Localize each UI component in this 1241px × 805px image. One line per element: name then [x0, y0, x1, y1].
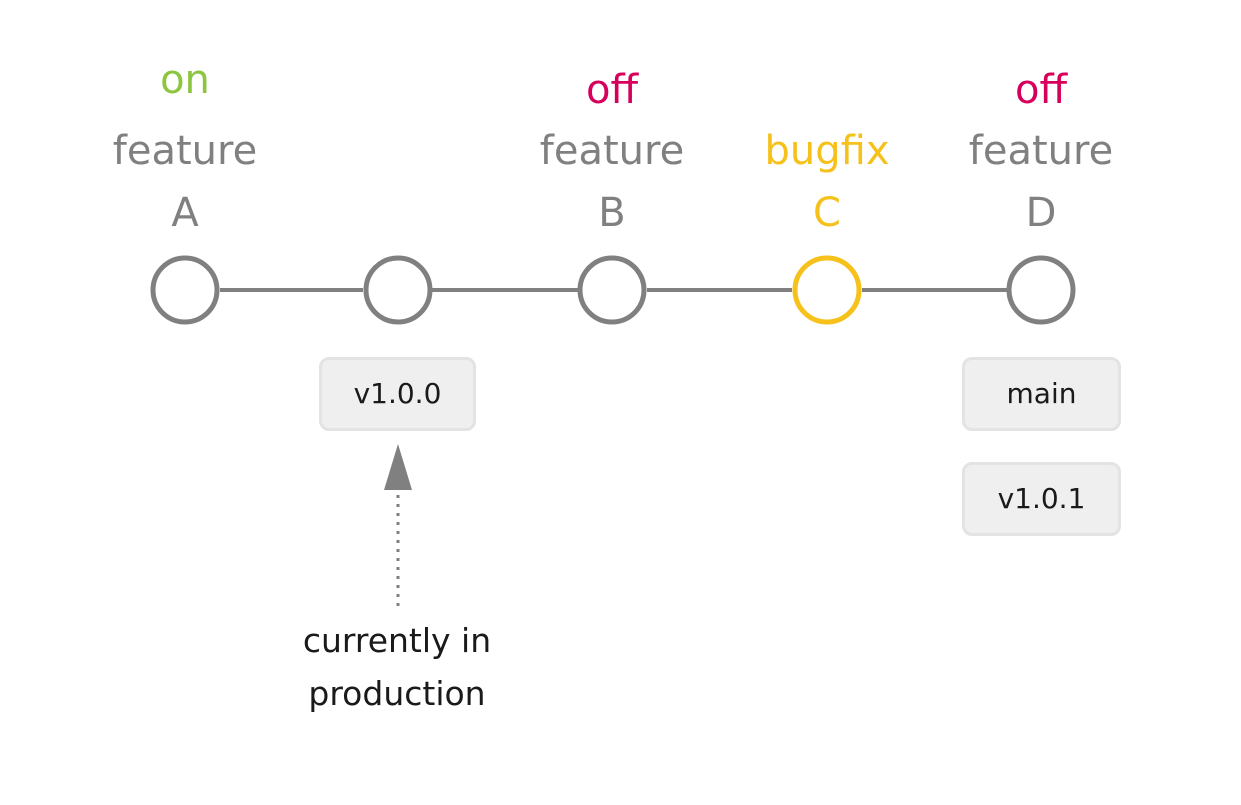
commit-c-kind: bugfix [764, 128, 890, 174]
commit-b-kind: feature [539, 128, 685, 174]
commit-a-status: on [160, 57, 210, 103]
branch-main-tag: main [962, 357, 1121, 431]
commit-node-2 [363, 255, 433, 325]
production-annotation: currently in production [247, 614, 547, 720]
annotation-line-2: production [308, 674, 486, 713]
commit-node-c [792, 255, 862, 325]
commit-d-status: off [1014, 67, 1068, 113]
commit-node-b [577, 255, 647, 325]
commit-d-letter: D [1025, 190, 1057, 236]
annotation-line-1: currently in [302, 621, 492, 660]
commit-a-kind: feature [112, 128, 258, 174]
commit-d-kind: feature [968, 128, 1114, 174]
commit-node-d [1006, 255, 1076, 325]
commit-a-letter: A [171, 190, 199, 236]
commit-c-letter: C [813, 190, 841, 236]
commit-b-letter: B [598, 190, 626, 236]
production-arrow-icon [384, 444, 412, 490]
commit-b-status: off [585, 67, 639, 113]
tag-v1-0-1: v1.0.1 [962, 462, 1121, 536]
commit-node-a [150, 255, 220, 325]
tag-v1-0-0: v1.0.0 [319, 357, 476, 431]
